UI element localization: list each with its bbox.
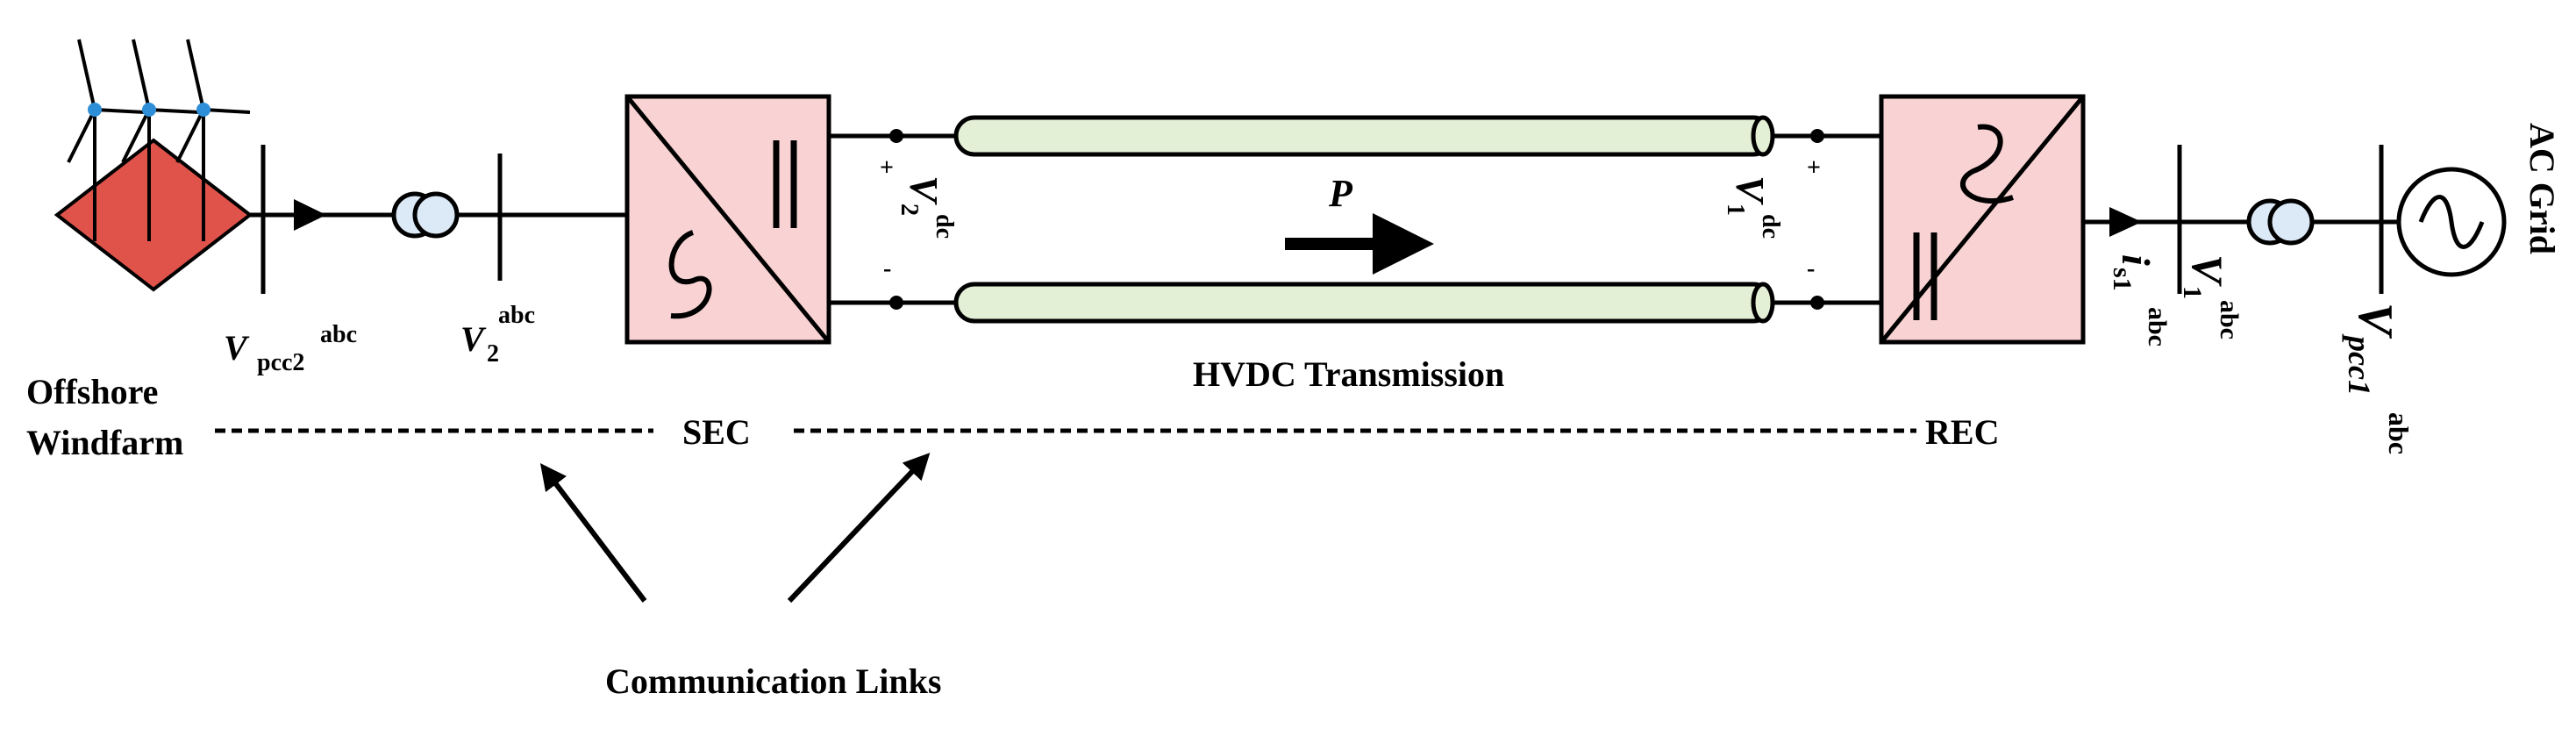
arrow-icon [787,453,931,604]
receiving-end-converter [1879,94,2086,345]
wind-turbine-icon [175,39,251,241]
windfarm-icon [54,138,253,292]
vpcc2-subscript: pcc2 [257,349,304,376]
v1dc-minus: - [1807,255,1815,282]
is1-subscript: s1 [2108,268,2137,291]
v2-label: V [460,319,487,359]
communication-links-label: Communication Links [605,661,941,701]
offshore-windfarm [54,39,253,292]
dc-nodes [889,129,1824,310]
transformer-icon [2246,198,2315,246]
is1-main: i [2114,254,2159,266]
v2dc-main: V [902,175,946,205]
v1dc-label: V 1 dc [1722,175,1784,239]
hvdc-label: HVDC Transmission [1193,354,1504,394]
vpcc1-label: V pcc1 abc [2342,303,2415,454]
v2-subscript: 2 [487,340,499,368]
power-flow-arrow-icon [294,199,326,231]
cable-icon [953,282,1775,324]
v1-label: V 1 abc [2178,254,2244,339]
left-ac-wiring [250,145,627,294]
rec-label: REC [1925,412,1999,452]
dc-symbol-icon [1913,232,1937,320]
ac-source-icon [2396,167,2507,277]
v1-superscript: abc [2215,300,2244,339]
v2-superscript: abc [498,302,535,329]
vpcc2-label: V [224,328,250,368]
wind-turbine-icon [121,39,200,241]
v2dc-subscript: 2 [896,204,923,216]
v1-subscript: 1 [2178,286,2207,299]
v1-main: V [2183,254,2232,287]
current-arrow-icon [2109,207,2142,237]
vpcc2-superscript: abc [320,321,357,348]
vpcc1-superscript: abc [2383,412,2415,454]
v1dc-subscript: 1 [1722,204,1749,216]
cable-icon [953,115,1775,157]
windfarm-label-line1: Offshore [26,372,158,411]
is1-label: i s1 abc [2108,254,2172,346]
sec-label: SEC [682,412,751,452]
power-label: P [1328,172,1353,215]
arrow-icon [539,463,647,603]
v2dc-superscript: dc [931,214,958,239]
v1dc-main: V [1728,175,1773,205]
ac-wave-icon [1960,124,2014,204]
transformer-icon [391,191,460,239]
v2dc-minus: - [883,255,891,282]
v1dc-superscript: dc [1757,214,1784,239]
communication-arrows [539,453,931,604]
dc-wiring [829,133,1881,305]
v1dc-plus: + [1807,154,1821,182]
ac-wave-icon [668,230,712,319]
sending-end-converter [624,94,831,345]
wind-turbine-icon [67,39,146,241]
is1-superscript: abc [2143,307,2172,346]
vpcc1-main: V [2348,303,2402,339]
vpcc1-subscript: pcc1 [2342,333,2377,396]
dc-symbol-icon [773,140,797,228]
ac-grid-text: AC Grid [2522,123,2562,254]
windfarm-label-line2: Windfarm [26,423,183,462]
v2dc-label: V 2 dc [896,175,958,239]
ac-grid-label: AC Grid [2522,123,2562,254]
v2dc-plus: + [880,154,894,182]
